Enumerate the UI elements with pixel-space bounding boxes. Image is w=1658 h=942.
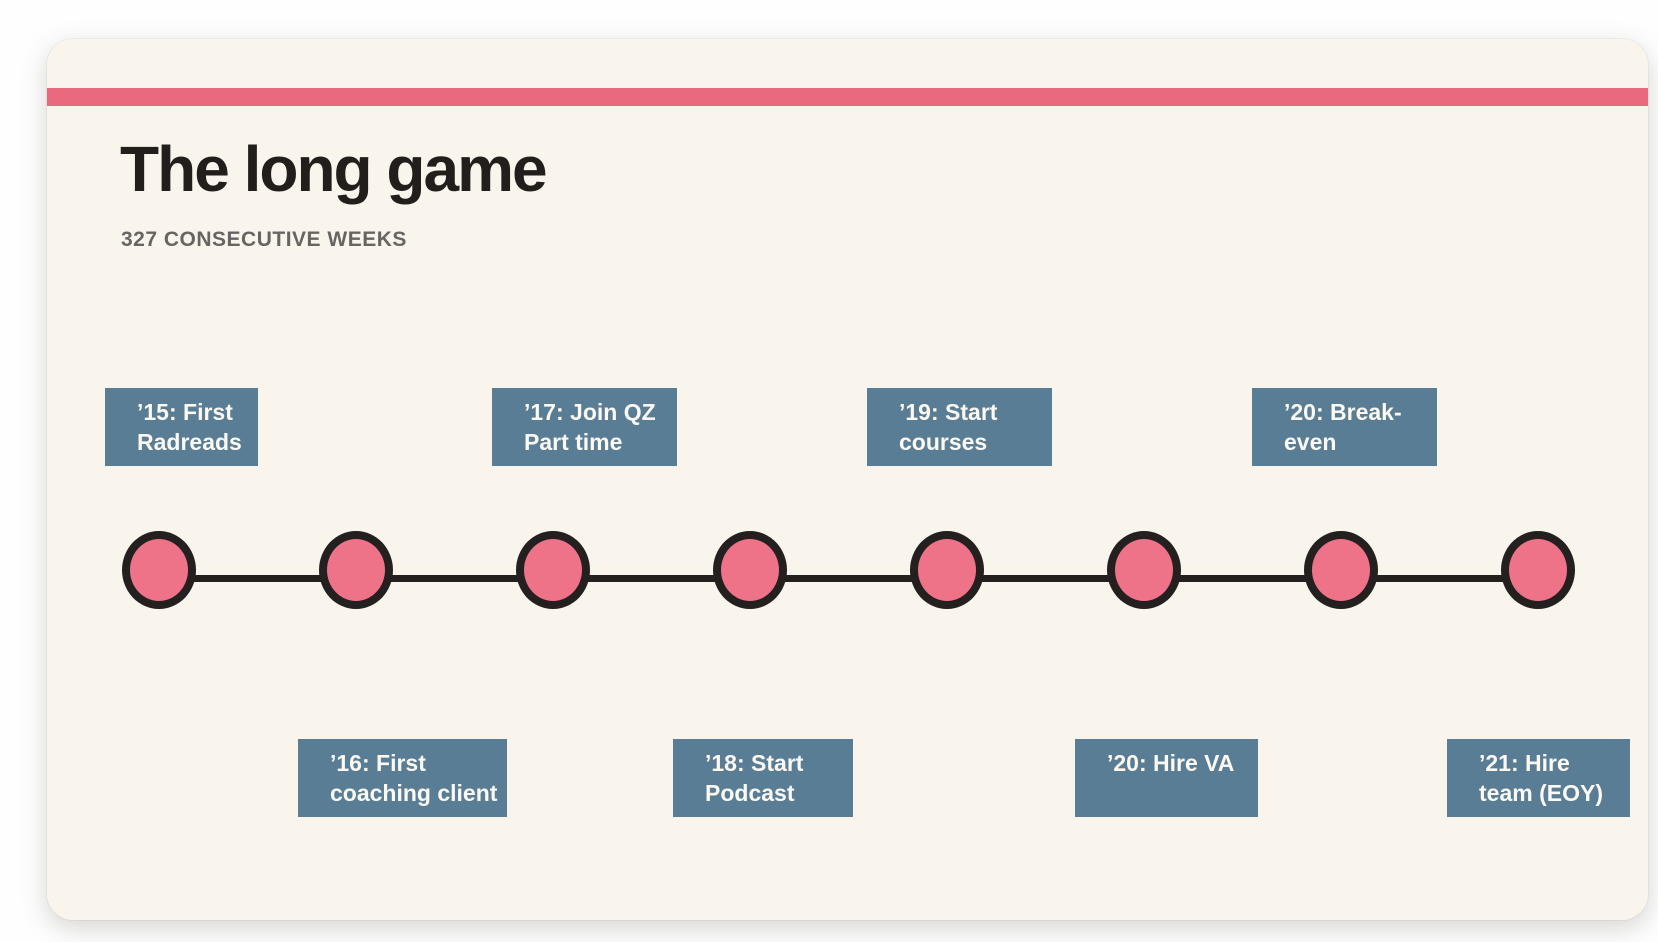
milestone-label: ’21: Hire team (EOY) bbox=[1447, 739, 1630, 817]
subtitle: 327 CONSECUTIVE WEEKS bbox=[121, 228, 407, 251]
milestone-label-line: ’17: Join QZ bbox=[524, 399, 656, 425]
milestone-label-line: Podcast bbox=[705, 780, 795, 806]
milestone-label-line: Radreads bbox=[137, 429, 242, 455]
milestone-label-line: ’16: First bbox=[330, 750, 426, 776]
timeline-node bbox=[122, 531, 196, 609]
timeline-node bbox=[713, 531, 787, 609]
milestone-label-line: Part time bbox=[524, 429, 623, 455]
milestone-label-line: ’20: Hire VA bbox=[1107, 750, 1235, 776]
milestone-label: ’20: Break-even bbox=[1252, 388, 1437, 466]
milestone-label-line: courses bbox=[899, 429, 988, 455]
timeline-node bbox=[516, 531, 590, 609]
timeline-node bbox=[910, 531, 984, 609]
milestone-label-line: team (EOY) bbox=[1479, 780, 1603, 806]
milestone-label-line: ’21: Hire bbox=[1479, 750, 1570, 776]
milestone-label-line: ’18: Start bbox=[705, 750, 804, 776]
milestone-label-line: ’20: Break- bbox=[1284, 399, 1402, 425]
milestone-label: ’20: Hire VA bbox=[1075, 739, 1258, 817]
milestone-label: ’19: Start courses bbox=[867, 388, 1052, 466]
milestone-label: ’17: Join QZ Part time bbox=[492, 388, 677, 466]
milestone-label-line: ’15: First bbox=[137, 399, 233, 425]
milestone-label-line: ’19: Start bbox=[899, 399, 998, 425]
milestone-label-line: coaching client bbox=[330, 780, 498, 806]
accent-bar bbox=[47, 88, 1648, 106]
slide-card: The long game 327 CONSECUTIVE WEEKS ’15:… bbox=[47, 39, 1648, 920]
timeline-line bbox=[167, 575, 1546, 582]
timeline-node bbox=[1501, 531, 1575, 609]
milestone-label: ’16: First coaching client bbox=[298, 739, 507, 817]
timeline-node bbox=[1107, 531, 1181, 609]
page-title: The long game bbox=[120, 133, 548, 205]
timeline-node bbox=[1304, 531, 1378, 609]
milestone-label-line: even bbox=[1284, 429, 1337, 455]
timeline-node bbox=[319, 531, 393, 609]
